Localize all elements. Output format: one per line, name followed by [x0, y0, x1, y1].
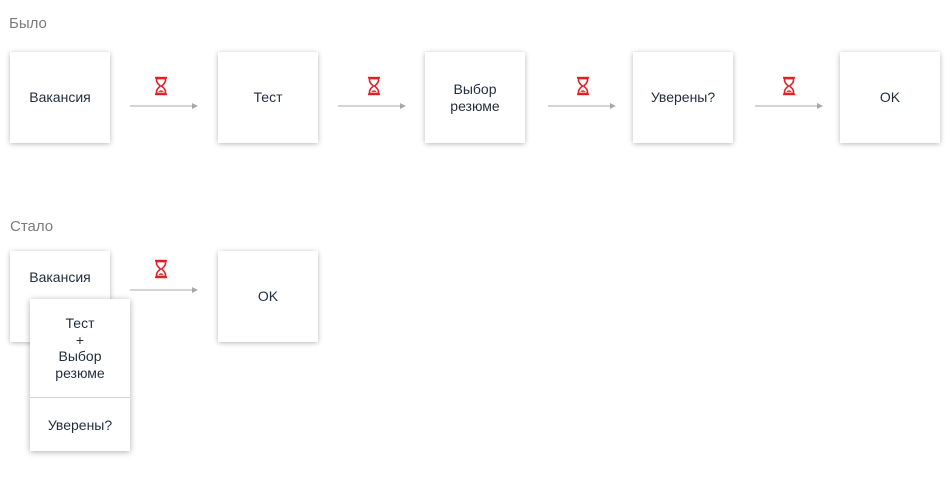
merged-label-confirm: Уверены? — [47, 416, 113, 433]
merged-step-test-resume: Тест + Выбор резюме — [30, 299, 130, 397]
section-label-after: Стало — [10, 218, 54, 235]
merged-step-card: Тест + Выбор резюме Уверены? — [30, 299, 130, 451]
merged-label-resume: резюме — [55, 364, 105, 381]
step-box-confirm: Уверены? — [633, 52, 733, 143]
merged-label-plus: + — [75, 331, 85, 348]
step-label-ok: OK — [257, 288, 279, 304]
step-label-resume-selection: Выбор резюме — [450, 81, 499, 115]
hourglass-icon — [367, 76, 381, 96]
hourglass-icon — [154, 259, 168, 279]
step-box-test: Тест — [218, 52, 318, 143]
arrow-icon — [548, 101, 618, 111]
merged-step-confirm: Уверены? — [30, 398, 130, 451]
step-label-line: резюме — [450, 97, 500, 114]
arrow-icon — [755, 101, 825, 111]
hourglass-icon — [782, 76, 796, 96]
step-label-vacancy: Вакансия — [29, 269, 91, 285]
step-label-confirm: Уверены? — [650, 89, 716, 105]
section-label-before: Было — [9, 15, 47, 32]
hourglass-icon — [154, 76, 168, 96]
arrow-icon — [338, 101, 408, 111]
hourglass-icon — [576, 76, 590, 96]
merged-step-label: Тест + Выбор резюме — [55, 315, 104, 381]
step-box-vacancy: Вакансия — [10, 52, 110, 143]
step-label-vacancy: Вакансия — [29, 89, 91, 105]
step-box-ok: OK — [840, 52, 940, 143]
step-label-line: Выбор — [453, 80, 497, 97]
step-box-ok-after: OK — [218, 251, 318, 342]
step-label-ok: OK — [879, 89, 901, 105]
merged-label-selection: Выбор — [58, 348, 102, 364]
step-label-test: Тест — [253, 89, 283, 105]
step-box-resume-selection: Выбор резюме — [425, 52, 525, 143]
arrow-icon — [130, 285, 200, 295]
arrow-icon — [130, 101, 200, 111]
merged-divider — [30, 397, 130, 398]
merged-label-test: Тест — [65, 315, 95, 331]
